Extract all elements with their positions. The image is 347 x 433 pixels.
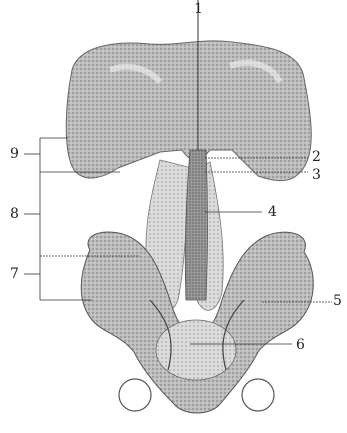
label-7: 7	[10, 267, 19, 281]
diaphragm	[66, 41, 311, 181]
label-2: 2	[312, 150, 321, 164]
label-6: 6	[296, 338, 305, 352]
label-1: 1	[194, 2, 203, 16]
lumbar-spine	[185, 150, 207, 300]
label-4: 4	[268, 205, 277, 219]
label-5: 5	[333, 294, 342, 308]
label-8: 8	[10, 207, 19, 221]
label-9: 9	[10, 147, 19, 161]
label-3: 3	[312, 168, 321, 182]
